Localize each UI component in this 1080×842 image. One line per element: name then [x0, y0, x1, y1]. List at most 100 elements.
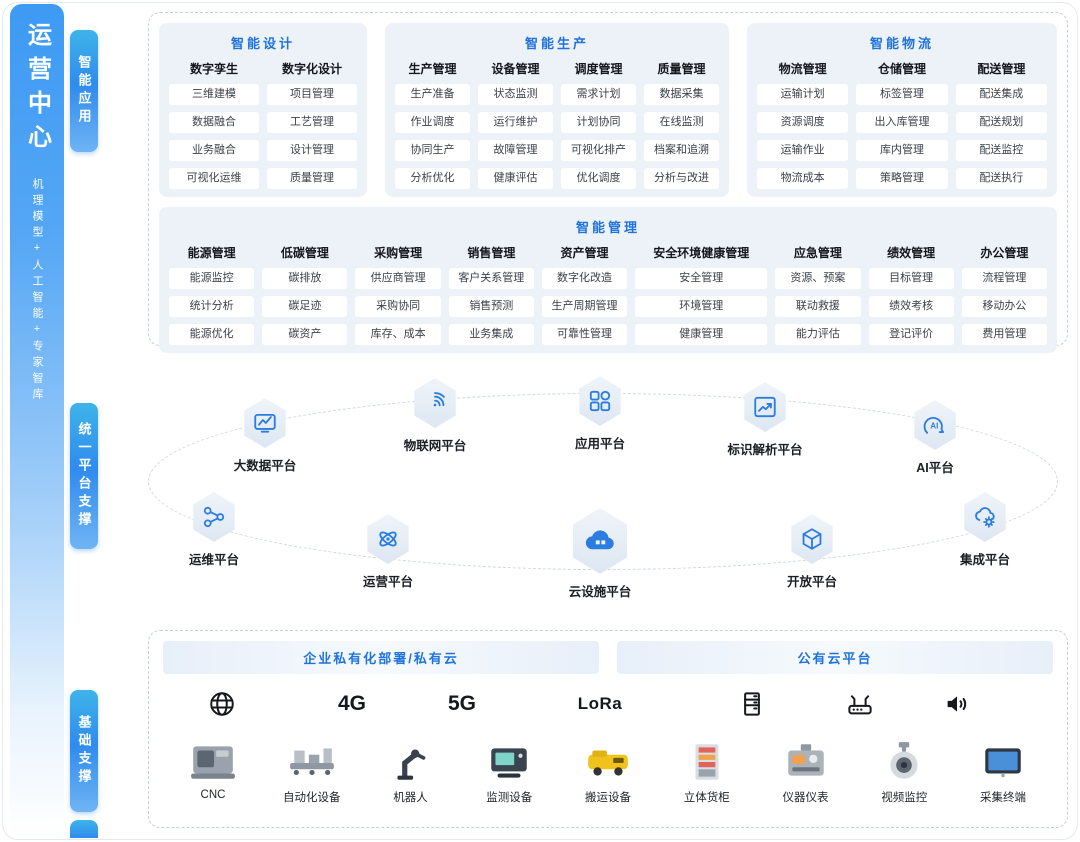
- platform-item: 运维平台: [154, 492, 274, 568]
- column-header: 设备管理: [491, 62, 540, 76]
- device-item: 视频监控: [858, 738, 950, 805]
- cloud-headers-row: 企业私有化部署/私有云 公有云平台: [163, 641, 1053, 674]
- group-columns: 生产管理生产准备作业调度协同生产分析优化设备管理状态监测运行维护故障管理健康评估…: [395, 60, 719, 189]
- capability-item: 生产周期管理: [541, 296, 628, 317]
- ops-platform-icon: [193, 492, 235, 542]
- capability-item: 可靠性管理: [541, 324, 628, 345]
- capability-column: 物流管理运输计划资源调度运输作业物流成本: [757, 60, 849, 189]
- capability-item: 可视化排产: [561, 140, 636, 161]
- cabinet-icon: [712, 684, 792, 724]
- capability-column: 办公管理流程管理移动办公费用管理: [961, 244, 1047, 345]
- cloud-facility-platform-icon: [573, 508, 627, 574]
- capability-item: 移动办公: [961, 296, 1047, 317]
- capability-item: 状态监测: [478, 84, 553, 105]
- device-item: 监测设备: [463, 738, 555, 805]
- private-cloud-header: 企业私有化部署/私有云: [163, 641, 599, 674]
- big-data-platform-icon: [244, 398, 286, 448]
- capability-item: 标签管理: [856, 84, 948, 105]
- capability-item: 优化调度: [561, 168, 636, 189]
- capability-item: 统计分析: [169, 296, 255, 317]
- capability-item: 出入库管理: [856, 112, 948, 133]
- capability-item: 联动救援: [775, 296, 861, 317]
- app-groups-row: 智能设计数字孪生三维建模数据融合业务融合可视化运维数字化设计项目管理工艺管理设计…: [159, 23, 1057, 197]
- platform-item: 开放平台: [752, 514, 872, 590]
- capability-item: 费用管理: [961, 324, 1047, 345]
- capability-item: 碳排放: [262, 268, 348, 289]
- section-tab-basic-support: 基础支撑: [70, 690, 98, 812]
- capability-item: 数据采集: [644, 84, 719, 105]
- operation-platform-icon: [367, 514, 409, 564]
- device-label: 采集终端: [980, 792, 1026, 804]
- device-label: 仪器仪表: [782, 792, 829, 804]
- instrument-icon: [782, 738, 830, 784]
- capability-item: 设计管理: [267, 140, 357, 161]
- group-columns: 物流管理运输计划资源调度运输作业物流成本仓储管理标签管理出入库管理库内管理策略管…: [757, 60, 1047, 189]
- capability-item: 碳资产: [262, 324, 348, 345]
- platform-label: 标识解析平台: [727, 443, 803, 457]
- public-cloud-header: 公有云平台: [617, 641, 1053, 674]
- capability-item: 协同生产: [395, 140, 470, 161]
- capability-item: 能力评估: [775, 324, 861, 345]
- device-label: 视频监控: [881, 792, 928, 804]
- capability-item: 作业调度: [395, 112, 470, 133]
- monitor-icon: [485, 738, 533, 784]
- capability-item: 业务融合: [169, 140, 259, 161]
- platform-label: 云设施平台: [568, 585, 632, 599]
- capability-column: 仓储管理标签管理出入库管理库内管理策略管理: [856, 60, 948, 189]
- iot-platform-icon: [414, 378, 456, 428]
- column-header: 质量管理: [657, 62, 706, 76]
- capability-item: 故障管理: [478, 140, 553, 161]
- device-item: CNC: [167, 738, 259, 805]
- column-header: 应急管理: [793, 246, 842, 260]
- capability-item: 运输计划: [757, 84, 849, 105]
- intelligent-apps-section: 智能设计数字孪生三维建模数据融合业务融合可视化运维数字化设计项目管理工艺管理设计…: [148, 12, 1068, 353]
- capability-column: 数字化设计项目管理工艺管理设计管理质量管理: [267, 60, 357, 189]
- capability-column: 生产管理生产准备作业调度协同生产分析优化: [395, 60, 470, 189]
- agv-icon: [584, 738, 632, 784]
- column-header: 采购管理: [374, 246, 423, 260]
- operations-center-sidebar: 运营中心 机理模型+人工智能+专家智库: [10, 4, 64, 836]
- capability-item: 运输作业: [757, 140, 849, 161]
- column-header: 配送管理: [977, 62, 1026, 76]
- capability-item: 资源调度: [757, 112, 849, 133]
- capability-item: 健康管理: [635, 324, 768, 345]
- capability-item: 登记评价: [868, 324, 954, 345]
- platform-label: AI平台: [916, 461, 954, 475]
- section-tab-stub: [70, 820, 98, 838]
- capability-column: 数字孪生三维建模数据融合业务融合可视化运维: [169, 60, 259, 189]
- router-icon: [820, 684, 900, 724]
- column-header: 物流管理: [778, 62, 827, 76]
- capability-item: 目标管理: [868, 268, 954, 289]
- platform-item: 应用平台: [540, 376, 660, 452]
- capability-item: 库存、成本: [355, 324, 441, 345]
- rack-icon: [683, 738, 731, 784]
- app-group-panel: 智能设计数字孪生三维建模数据融合业务融合可视化运维数字化设计项目管理工艺管理设计…: [159, 23, 367, 197]
- column-header: 仓储管理: [877, 62, 926, 76]
- sidebar-subtitle: 机理模型+人工智能+专家智库: [31, 178, 43, 404]
- management-panel: 智能管理 能源管理能源监控统计分析能源优化低碳管理碳排放碳足迹碳资产采购管理供应…: [159, 207, 1057, 353]
- column-header: 调度管理: [574, 62, 623, 76]
- column-header: 能源管理: [187, 246, 236, 260]
- capability-column: 绩效管理目标管理绩效考核登记评价: [868, 244, 954, 345]
- capability-item: 能源优化: [169, 324, 255, 345]
- sidebar-title: 运营中心: [23, 22, 51, 158]
- network-4g-label: 4G: [337, 692, 366, 715]
- capability-item: 配送执行: [955, 168, 1047, 189]
- capability-column: 销售管理客户关系管理销售预测业务集成: [448, 244, 534, 345]
- platform-label: 运营平台: [362, 575, 413, 589]
- capability-item: 环境管理: [635, 296, 768, 317]
- automation-icon: [288, 738, 336, 784]
- platform-item: 集成平台: [925, 492, 1045, 568]
- capability-item: 需求计划: [561, 84, 636, 105]
- capability-column: 安全环境健康管理安全管理环境管理健康管理: [635, 244, 768, 345]
- audio-icon: [917, 684, 997, 724]
- column-header: 数字化设计: [281, 62, 342, 76]
- capability-item: 配送规划: [955, 112, 1047, 133]
- capability-item: 配送集成: [955, 84, 1047, 105]
- platform-label: 应用平台: [574, 437, 625, 451]
